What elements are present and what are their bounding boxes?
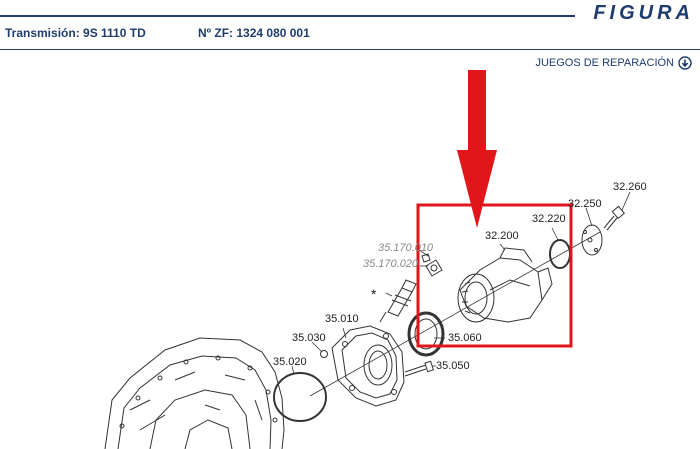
label-star: *: [371, 286, 377, 302]
label-35170020[interactable]: 35.170.020: [363, 258, 419, 270]
label-35050[interactable]: 35.050: [436, 360, 470, 372]
label-35020[interactable]: 35.020: [273, 356, 307, 368]
o-ring-32220: [549, 239, 571, 269]
repair-kits-label: JUEGOS DE REPARACIÓN: [535, 57, 674, 69]
o-ring-35020: [273, 372, 327, 422]
zf-number-label: Nº ZF: 1324 080 001: [198, 26, 310, 40]
transmission-housing: [104, 337, 285, 449]
label-32260[interactable]: 32.260: [613, 181, 647, 193]
label-35170010[interactable]: 35.170.010: [378, 242, 434, 254]
label-35010[interactable]: 35.010: [325, 313, 359, 325]
sensor-part: [379, 279, 417, 323]
cover-35010: [331, 325, 405, 407]
label-35030[interactable]: 35.030: [292, 332, 326, 344]
header-top-rule: [0, 15, 575, 17]
highlight-box: [416, 203, 573, 348]
label-32220[interactable]: 32.220: [532, 213, 566, 225]
label-32250[interactable]: 32.250: [568, 198, 602, 210]
label-35060[interactable]: 35.060: [448, 332, 482, 344]
screw-35050: [404, 360, 435, 377]
transmission-label: Transmisión: 9S 1110 TD: [5, 26, 146, 40]
seal-ring-35060: [407, 311, 445, 357]
header-bottom-rule: [0, 49, 700, 50]
plug-35170: [421, 253, 443, 277]
red-arrow-down-icon: [457, 70, 497, 228]
figure-title: FIGURA: [593, 2, 694, 24]
circle-arrow-down-icon: [678, 56, 692, 70]
repair-kits-link[interactable]: JUEGOS DE REPARACIÓN: [535, 56, 692, 70]
label-32200[interactable]: 32.200: [485, 230, 519, 242]
bolt-32260: [603, 205, 625, 231]
washer-32250: [581, 224, 603, 256]
o-ring-35030: [320, 350, 328, 358]
flange-32200: [457, 247, 553, 323]
